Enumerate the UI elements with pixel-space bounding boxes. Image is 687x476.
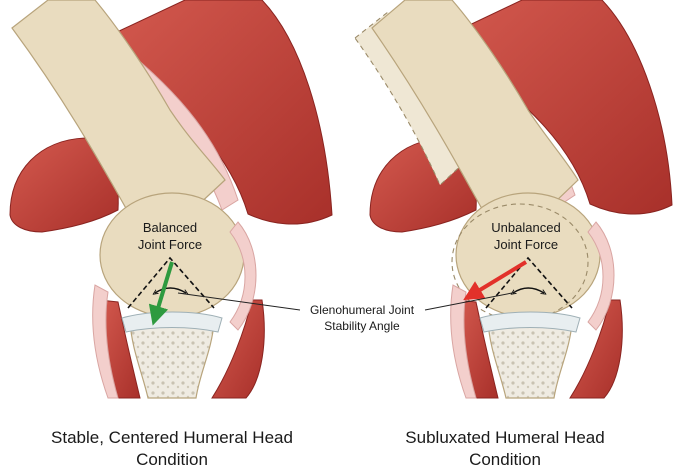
force-label-right-line1: Unbalanced	[491, 220, 560, 235]
force-label-right-line2: Joint Force	[494, 237, 558, 252]
right-panel: Unbalanced Joint Force	[355, 0, 672, 398]
caption-right-line1: Subluxated Humeral Head	[355, 427, 655, 449]
glenoid-bone	[130, 322, 214, 398]
callout-line1: Glenohumeral Joint	[310, 303, 415, 317]
humeral-head	[100, 193, 244, 317]
callout-line2: Stability Angle	[324, 319, 400, 333]
caption-left-line2: Condition	[22, 449, 322, 471]
force-label-left-line2: Joint Force	[138, 237, 202, 252]
caption-right-line2: Condition	[355, 449, 655, 471]
caption-right: Subluxated Humeral Head Condition	[355, 427, 655, 471]
caption-left-line1: Stable, Centered Humeral Head	[22, 427, 322, 449]
humeral-head-right	[456, 193, 600, 317]
left-panel: Balanced Joint Force	[10, 0, 332, 398]
glenoid-bone-right	[488, 322, 572, 398]
force-label-left-line1: Balanced	[143, 220, 197, 235]
caption-left: Stable, Centered Humeral Head Condition	[22, 427, 322, 471]
